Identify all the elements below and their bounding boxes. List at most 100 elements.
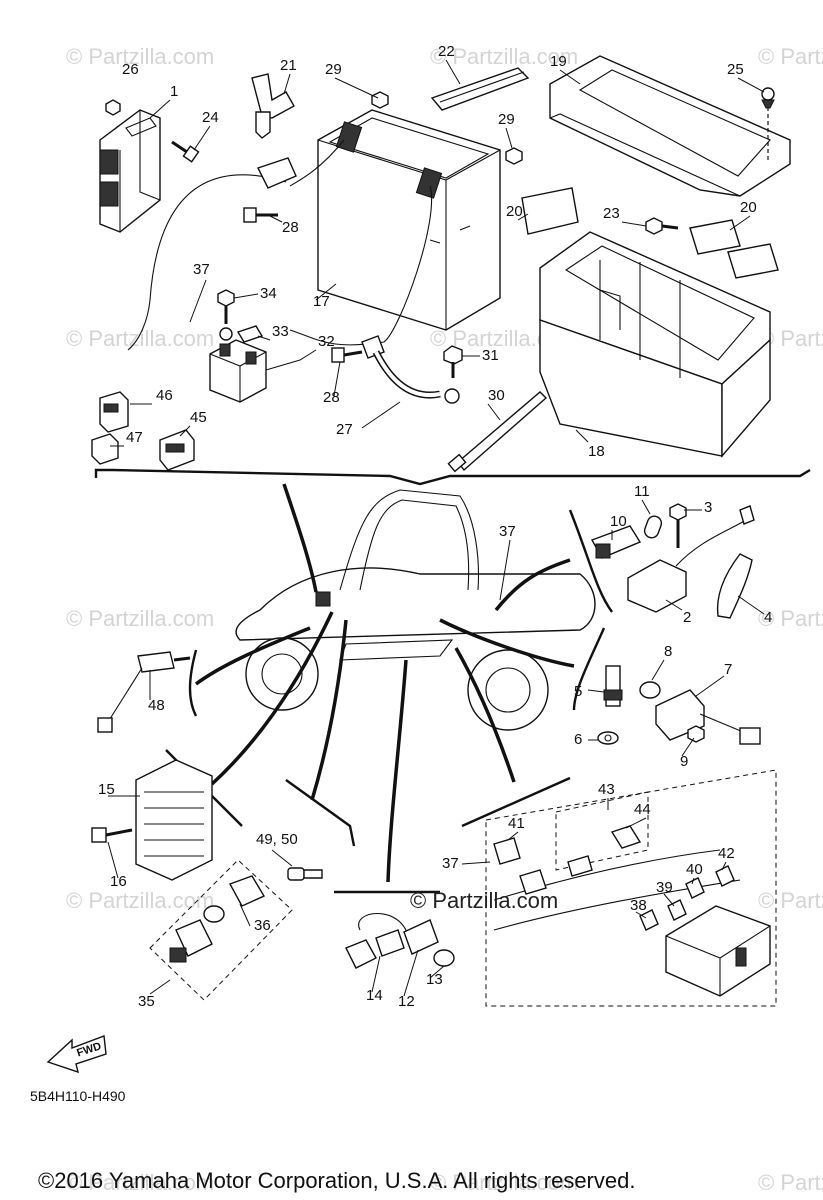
callout-1: 1 <box>170 83 178 100</box>
watermark: © Partzilla.com <box>758 888 823 913</box>
callout-28: 28 <box>282 219 299 236</box>
callout-47: 47 <box>126 429 143 446</box>
center-watermark: © Partzilla.com <box>410 888 558 913</box>
watermark: © Partzilla.com <box>758 1170 823 1195</box>
speed-sensor-group <box>345 913 455 969</box>
callout-15: 15 <box>98 781 115 798</box>
callout-28: 28 <box>323 389 340 406</box>
vehicle-outline <box>235 489 596 731</box>
watermark: © Partzilla.com <box>66 326 214 351</box>
cable-tie-part <box>447 391 548 473</box>
callout-34: 34 <box>260 285 277 302</box>
callout-26: 26 <box>122 61 139 78</box>
rectifier-regulator-part <box>91 759 213 881</box>
callout-24: 24 <box>202 109 219 126</box>
callout-6: 6 <box>574 731 582 748</box>
callout-29: 29 <box>325 61 342 78</box>
callout-37: 37 <box>193 261 210 278</box>
callout-25: 25 <box>727 61 744 78</box>
callout-19: 19 <box>550 53 567 70</box>
callout-numbers: 26 1 24 21 29 22 19 25 29 20 23 20 28 37… <box>98 43 772 1010</box>
ignition-key-part <box>287 867 323 881</box>
callout-4: 4 <box>764 609 772 626</box>
callout-18: 18 <box>588 443 605 460</box>
callout-10: 10 <box>610 513 627 530</box>
nut-part <box>105 99 121 116</box>
screw-part <box>761 87 775 160</box>
callout-42: 42 <box>718 845 735 862</box>
callout-39: 39 <box>656 879 673 896</box>
callout-5: 5 <box>574 683 582 700</box>
callout-13: 13 <box>426 971 443 988</box>
negative-cable-part <box>361 335 460 404</box>
watermark: © Partzilla.com <box>66 44 214 69</box>
callout-37: 37 <box>499 523 516 540</box>
callout-44: 44 <box>634 801 651 818</box>
callout-46: 46 <box>156 387 173 404</box>
battery-box-cover-part <box>549 55 791 197</box>
watermark: © Partzilla.com <box>430 1170 578 1195</box>
callout-49-50: 49, 50 <box>256 831 298 848</box>
callout-43: 43 <box>598 781 615 798</box>
callout-40: 40 <box>686 861 703 878</box>
callout-17: 17 <box>313 293 330 310</box>
ecu-unit-part <box>99 109 161 233</box>
battery-part <box>317 109 501 331</box>
callout-3: 3 <box>704 499 712 516</box>
watermark: © Partzilla.com <box>758 44 823 69</box>
callout-12: 12 <box>398 993 415 1010</box>
callout-23: 23 <box>603 205 620 222</box>
watermark: © Partzilla.com <box>66 1170 214 1195</box>
wire-clamp-part <box>251 73 295 139</box>
callout-20: 20 <box>740 199 757 216</box>
callout-11: 11 <box>634 483 650 500</box>
bolt-part <box>217 289 235 324</box>
callout-31: 31 <box>482 347 499 364</box>
fuse-connector-part <box>91 391 129 465</box>
connector-part <box>159 429 195 471</box>
nut-part <box>371 91 523 165</box>
callout-33: 33 <box>272 323 289 340</box>
callout-32: 32 <box>318 333 335 350</box>
battery-strap-part <box>430 67 530 111</box>
foam-pad-part <box>521 187 779 279</box>
starter-relay-part <box>209 325 267 403</box>
callout-27: 27 <box>336 421 353 438</box>
callout-41: 41 <box>508 815 525 832</box>
diagram-code: 5B4H110-H490 <box>30 1088 126 1104</box>
battery-box-part <box>539 231 771 458</box>
callout-22: 22 <box>438 43 455 60</box>
spark-plug-group <box>597 665 761 745</box>
callout-45: 45 <box>190 409 207 426</box>
bolt-part <box>443 345 463 378</box>
callout-37: 37 <box>442 855 459 872</box>
callout-leader-lines <box>165 483 613 894</box>
callout-48: 48 <box>148 697 165 714</box>
ignition-coil-group <box>590 503 755 619</box>
callout-14: 14 <box>366 987 383 1004</box>
bolt-part <box>171 140 200 163</box>
callout-16: 16 <box>110 873 127 890</box>
watermark: © Partzilla.com <box>758 606 823 631</box>
callout-ticks <box>107 59 765 997</box>
watermark: © Partzilla.com <box>66 888 214 913</box>
callout-20: 20 <box>506 203 523 220</box>
callout-8: 8 <box>664 643 672 660</box>
watermark: © Partzilla.com <box>66 606 214 631</box>
brake-switch-part <box>97 651 191 733</box>
callout-21: 21 <box>280 57 297 74</box>
fuse-box-group <box>485 769 777 1007</box>
battery-cable-part <box>127 139 432 351</box>
callout-30: 30 <box>488 387 505 404</box>
bolt-part <box>645 217 679 235</box>
copyright-notice: ©2016 Yamaha Motor Corporation, U.S.A. A… <box>38 1168 635 1193</box>
callout-7: 7 <box>724 661 732 678</box>
callout-35: 35 <box>138 993 155 1010</box>
callout-9: 9 <box>680 753 688 770</box>
callout-38: 38 <box>630 897 647 914</box>
forward-arrow-icon: FWD <box>46 1035 107 1074</box>
main-switch-group <box>149 859 293 1001</box>
callout-29: 29 <box>498 111 515 128</box>
callout-36: 36 <box>254 917 271 934</box>
